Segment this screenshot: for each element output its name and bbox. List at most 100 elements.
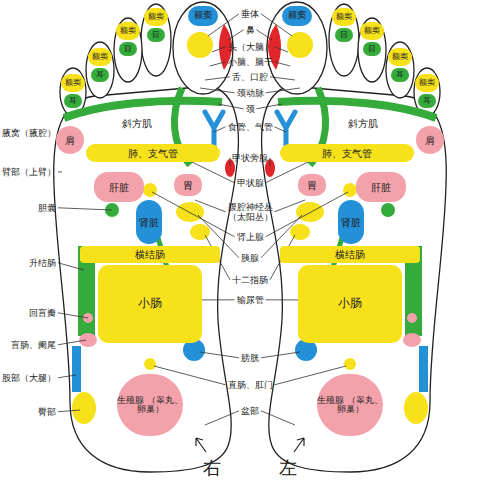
big-toe [267,2,327,94]
foot-outline [262,86,447,472]
reflex-zone: 肺、支气管 [280,144,414,162]
zone-label: 肾脏 [139,217,159,228]
label-box: 升结肠 [0,258,56,268]
label-box: 甲状腺 [237,178,264,188]
organ-label: 胆囊 [38,203,56,213]
leader-line [58,263,84,270]
zone-label: 额窦 [92,53,108,62]
toe [86,42,114,98]
label-box: 头（大脑） [228,42,273,52]
appendix-zone [79,333,97,347]
leader-line [58,313,88,318]
zone-label: 耳 [96,71,104,80]
label-box: 垂体 [241,9,259,19]
big-toe [173,2,233,94]
reflex-zone: 额窦 [144,8,168,26]
reflex-zone: 斜方肌 [102,114,172,132]
organ-label: 头（大脑） [228,42,273,52]
leader-line [275,200,306,212]
leader-line [270,77,295,80]
toe [114,18,142,82]
leader-line [58,208,112,210]
leader-line [266,192,349,237]
zone-label: 胃 [307,180,317,191]
organ-label: 颈动脉 [237,88,264,98]
reflex-zone: 额窦 [415,74,439,92]
reflex-zone: 横结肠 [280,246,420,263]
reflex-zone: 耳 [91,68,109,82]
reflex-zone: 耳 [418,94,436,108]
reflex-zone: 生殖腺 （睾丸、卵巢） [317,374,383,436]
reflex-zone: 小肠 [298,265,402,343]
leader-line [200,88,235,93]
hip-zone [404,392,428,424]
label-box: 甲状旁腺 [232,153,268,163]
reflex-zone: 额窦 [88,48,112,66]
leader-line [58,410,80,412]
label-box: 臂部（上臂） [0,167,56,177]
reflex-zone: 额窦 [332,8,356,26]
organ-label: 回盲瓣 [29,308,56,318]
reflex-zone: 目 [147,28,165,42]
zone-label: 目 [124,45,132,54]
label-box: 胆囊 [0,203,56,213]
leader-line [275,127,287,132]
organ-label: 股部（大腿） [2,373,56,383]
zone-label: 额窦 [288,11,306,21]
reflex-zone: 目 [363,42,381,56]
pancreas-zone [176,202,204,222]
adrenal-zone [343,183,357,197]
duodenum-zone [290,224,310,240]
zone-label: 额窦 [392,53,408,62]
neck-band [278,101,436,118]
leader-line [275,47,289,52]
right-foot [54,2,239,472]
label-box: 直肠、肛门 [228,380,273,390]
zone-label: 额窦 [419,79,435,88]
pointer-arrow [294,438,304,452]
reflex-zone: 额窦 [360,22,384,40]
zone-label: 额窦 [194,11,212,21]
leader-line [200,352,239,358]
reflex-zone: 肩 [56,126,84,154]
reflex-zone: 肝脏 [94,172,144,202]
organ-label: 甲状旁腺 [232,153,268,163]
leader-lines [58,14,348,425]
zone-label: 横结肠 [335,249,365,260]
reflex-zone: 额窦 [388,48,412,66]
reflex-zone: 肺、支气管 [86,144,220,162]
zone-label: 肺、支气管 [128,148,178,159]
reflex-zone: 额窦 [282,6,312,26]
reflex-zone: 目 [335,28,353,42]
label-box: 鼻 [246,25,255,35]
organ-label: 胰腺 [241,253,259,263]
leader-line [257,104,283,109]
label-box: 左 [279,458,297,479]
leader-line [228,30,244,40]
zone-label: 小肠 [138,297,162,310]
zone-label: 耳 [69,97,77,106]
zone-label: 横结肠 [135,249,165,260]
label-box: 盆部 [241,406,259,416]
pancreas-zone [296,202,324,222]
reflex-zone: 斜方肌 [328,114,398,132]
reflex-zone: 目 [119,42,137,56]
label-box: 颈 [246,104,255,114]
zone-label: 肝脏 [371,182,391,193]
organ-label: 肾上腺 [237,232,264,242]
leader-line [218,104,244,109]
zone-label: 目 [340,31,348,40]
organ-label: 升结肠 [29,258,56,268]
reflex-zone: 胃 [174,174,202,196]
reflex-zone: 肩 [416,126,444,154]
label-box: 输尿管 [237,295,264,305]
leader-line [212,47,226,52]
leader-line [214,127,226,132]
zone-label: 额窦 [336,13,352,22]
leader-line [58,375,76,378]
leader-line [270,158,271,166]
leader-line [152,192,235,237]
zone-label: 生殖腺 （睾丸、卵巢） [317,396,383,415]
label-box: 膀胱 [241,353,259,363]
organ-label: 直肠、肛门 [228,380,273,390]
